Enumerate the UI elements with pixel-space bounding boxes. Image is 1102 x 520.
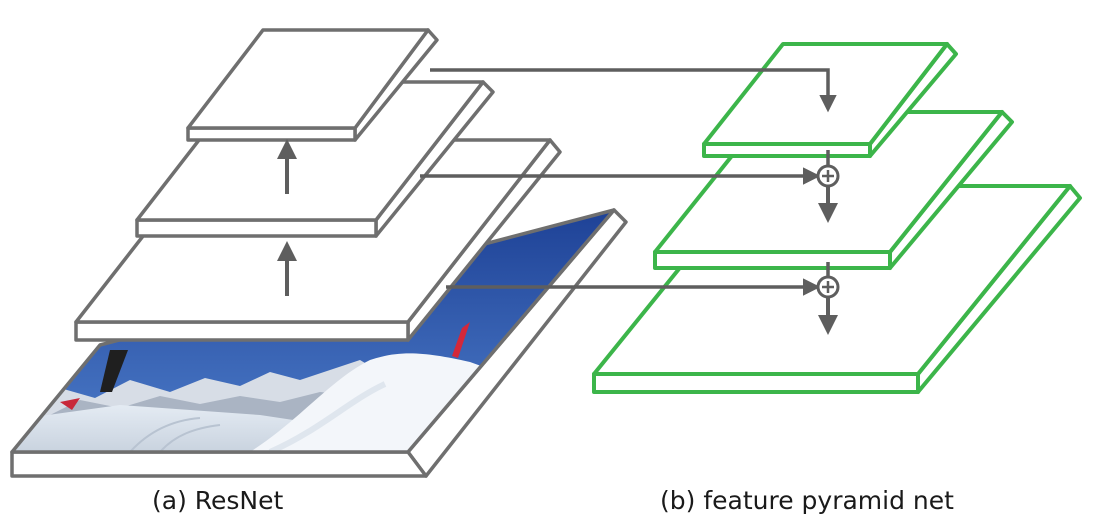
caption-resnet: (a) ResNet [152,486,284,515]
circled-plus-icon [816,164,840,188]
circled-plus-icon [816,275,840,299]
lateral-connection-top [430,68,837,113]
caption-feature-pyramid-net: (b) feature pyramid net [660,486,954,515]
backbone-level-3 [186,28,439,142]
